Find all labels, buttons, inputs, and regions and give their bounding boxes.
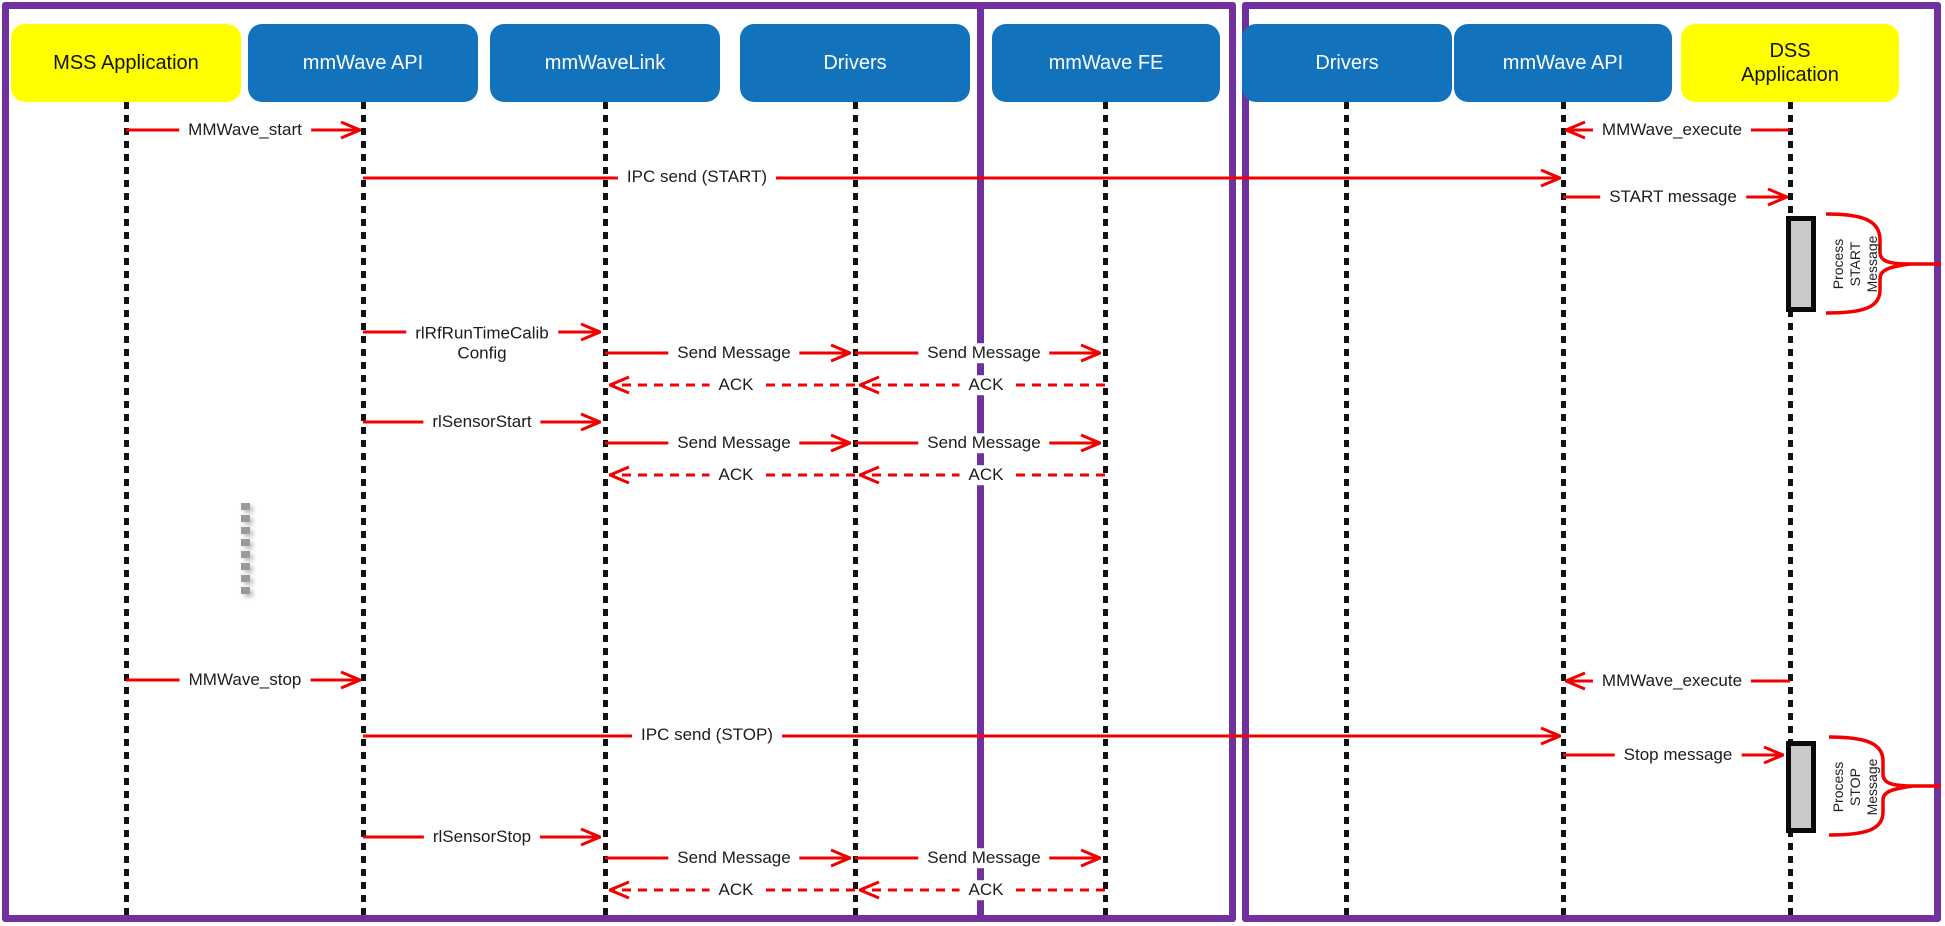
message-label-send-message-1b: Send Message <box>918 343 1050 363</box>
message-label-rlsensorstop: rlSensorStop <box>423 827 541 847</box>
activation-bar-process-stop <box>1786 741 1816 833</box>
message-label-mmwave-start: MMWave_start <box>179 120 311 140</box>
message-label-ack-1a: ACK <box>709 375 763 395</box>
lifeline-mmwavelink <box>603 102 608 919</box>
lifeline-mmwave-api-dss <box>1561 102 1566 919</box>
message-label-ack-2a: ACK <box>709 465 763 485</box>
message-label-ipc-send-stop: IPC send (STOP) <box>632 725 782 745</box>
lifeline-mmwave-api-mss <box>361 102 366 919</box>
message-label-rlsensorstart: rlSensorStart <box>423 412 541 432</box>
message-label-ack-3a: ACK <box>709 880 763 900</box>
activation-bar-process-start <box>1786 216 1816 312</box>
message-label-mmwave-execute-stop: MMWave_execute <box>1592 671 1752 691</box>
message-label-ack-2b: ACK <box>959 465 1013 485</box>
message-label-mmwave-execute-start: MMWave_execute <box>1592 120 1752 140</box>
lifeline-header-drivers-dss: Drivers <box>1242 24 1452 102</box>
lifeline-header-mss-application: MSS Application <box>11 24 241 102</box>
message-label-send-message-1a: Send Message <box>668 343 800 363</box>
message-label-ack-3b: ACK <box>959 880 1013 900</box>
note-process-start-message: Process START Message <box>1829 235 1880 293</box>
message-label-send-message-3a: Send Message <box>668 848 800 868</box>
message-label-mmwave-stop: MMWave_stop <box>179 670 311 690</box>
message-label-send-message-2b: Send Message <box>918 433 1050 453</box>
lifeline-drivers-dss <box>1344 102 1349 919</box>
lifeline-header-mmwave-fe: mmWave FE <box>992 24 1220 102</box>
lifeline-header-mmwavelink: mmWaveLink <box>490 24 720 102</box>
lifeline-mmwave-fe <box>1103 102 1108 919</box>
frontend-divider-line <box>977 2 984 922</box>
lifeline-header-mmwave-api-dss: mmWave API <box>1454 24 1672 102</box>
message-label-send-message-2a: Send Message <box>668 433 800 453</box>
message-label-ipc-send-start: IPC send (START) <box>617 167 777 187</box>
lifeline-dss-application <box>1788 102 1793 919</box>
mss-group-frame <box>2 2 1236 922</box>
message-label-stop-message: Stop message <box>1614 745 1742 765</box>
message-label-rlrfruntimecalibconfig: rlRfRunTimeCalib Config <box>406 323 558 363</box>
lifeline-mss-application <box>124 102 129 919</box>
message-label-ack-1b: ACK <box>959 375 1013 395</box>
lifeline-header-dss-application: DSS Application <box>1681 24 1899 102</box>
message-label-start-message: START message <box>1600 187 1746 207</box>
lifeline-drivers-mss <box>853 102 858 919</box>
note-process-stop-message: Process STOP Message <box>1829 758 1880 816</box>
dss-group-frame <box>1242 2 1941 922</box>
lifeline-header-mmwave-api-mss: mmWave API <box>248 24 478 102</box>
message-label-send-message-3b: Send Message <box>918 848 1050 868</box>
continuation-ellipsis <box>241 503 250 596</box>
lifeline-header-drivers-mss: Drivers <box>740 24 970 102</box>
